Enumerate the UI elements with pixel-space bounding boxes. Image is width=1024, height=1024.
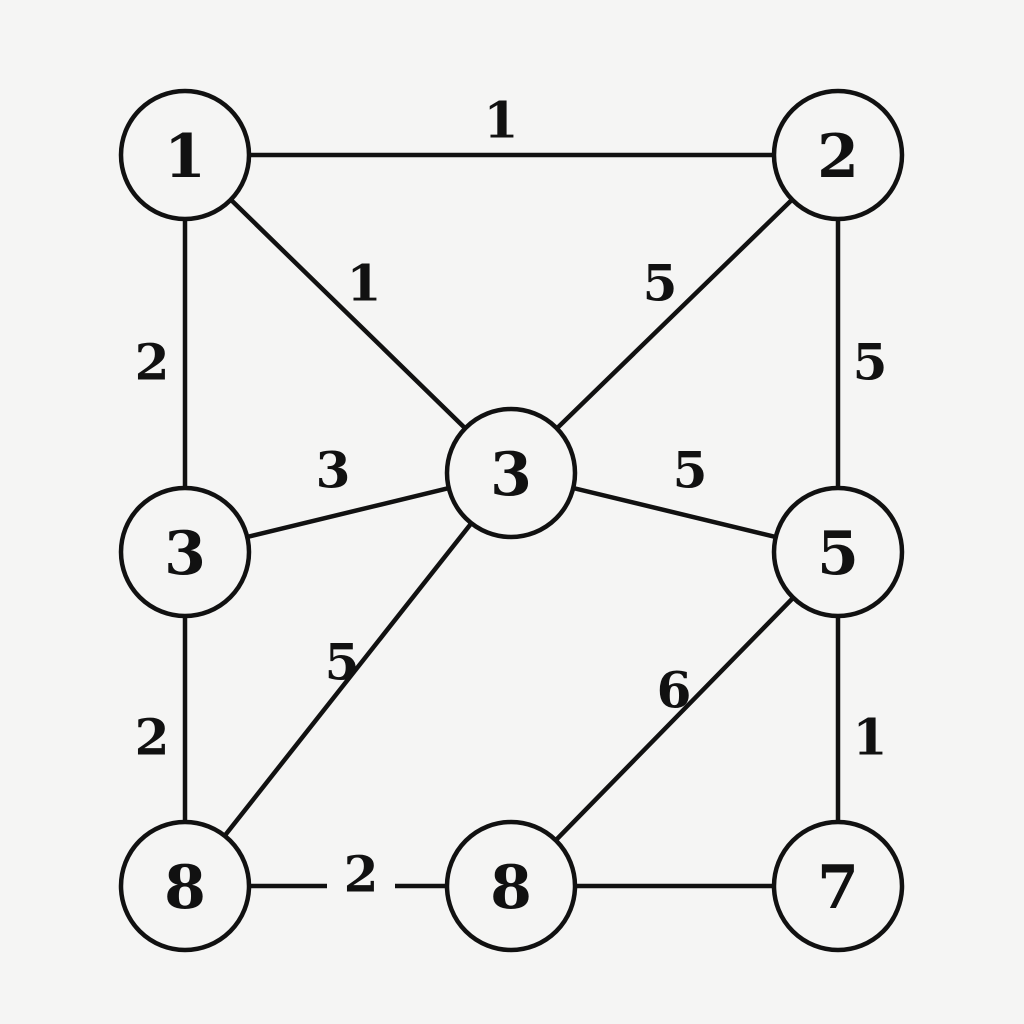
node-circle (118, 485, 252, 619)
edge-weight-label: 5 (673, 441, 708, 500)
node-circle (118, 88, 252, 222)
edge-weight-label: 2 (135, 708, 170, 767)
edge-weight-label: 5 (325, 633, 360, 692)
node-circle (771, 485, 905, 619)
node-n3_center: 3 (444, 406, 578, 540)
edge-weight-label: 1 (347, 254, 382, 313)
node-label: 2 (817, 122, 859, 192)
edge-n5-n8_mid (509, 550, 840, 888)
edge-weight-label: 3 (316, 441, 351, 500)
node-circle (444, 406, 578, 540)
node-circle (118, 819, 252, 953)
weights-layer: 1 1 2 5 5 3 5 2 5 6 1 2 (135, 91, 888, 904)
edge-n2-n3_center (509, 153, 840, 475)
edge-n3_center-n8_left (183, 471, 513, 888)
edge-weight-background (327, 842, 395, 900)
node-label: 1 (164, 122, 206, 192)
node-n2: 2 (771, 88, 905, 222)
edge-n1-n3_center (183, 153, 513, 475)
node-n5: 5 (771, 485, 905, 619)
node-label: 3 (164, 519, 206, 589)
node-n8_left: 8 (118, 819, 252, 953)
node-label: 3 (490, 440, 532, 510)
node-circle (444, 819, 578, 953)
node-circle (771, 819, 905, 953)
edge-weight-label: 6 (657, 661, 692, 720)
edge-weight-label: 5 (643, 254, 678, 313)
node-n1: 1 (118, 88, 252, 222)
edge-weight-label: 5 (853, 333, 888, 392)
node-n8_mid: 8 (444, 819, 578, 953)
node-label: 7 (817, 853, 859, 923)
node-n3_left: 3 (118, 485, 252, 619)
node-n7: 7 (771, 819, 905, 953)
edge-weight-label: 1 (484, 91, 519, 150)
node-circle (771, 88, 905, 222)
edge-weight-label: 2 (344, 845, 379, 904)
node-label: 5 (817, 519, 859, 589)
nodes-layer: 1 2 3 3 5 8 8 7 (118, 88, 905, 953)
edge-weight-label: 2 (135, 333, 170, 392)
node-label: 8 (490, 853, 532, 923)
node-label: 8 (164, 853, 206, 923)
edge-weight-label: 1 (853, 708, 888, 767)
